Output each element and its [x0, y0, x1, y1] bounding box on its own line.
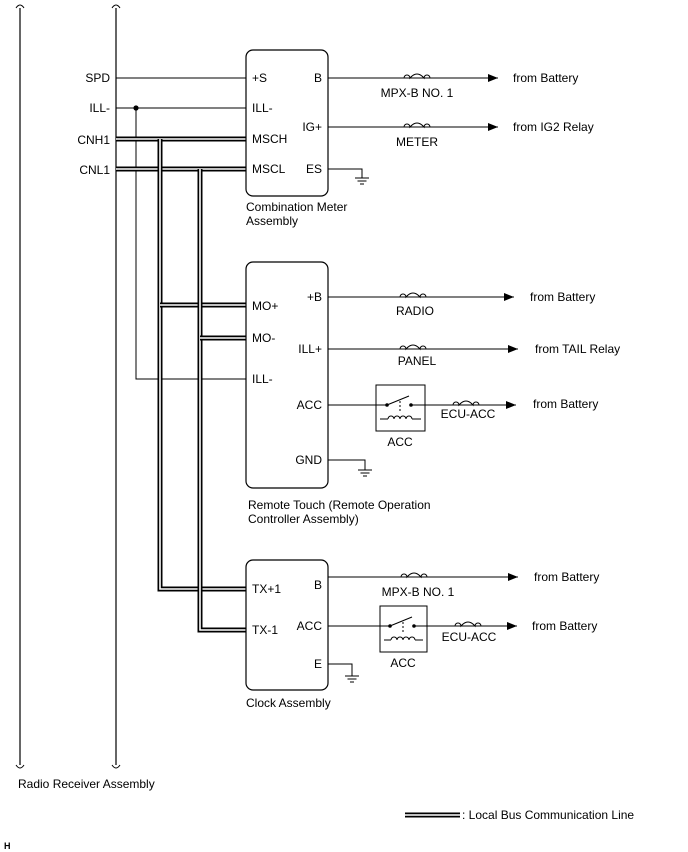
remote-fuse-b-label: RADIO [396, 304, 434, 318]
clock-relay-label: ACC [390, 656, 416, 670]
arrow-icon [488, 74, 498, 82]
signal-wires [116, 77, 246, 380]
arrow-icon [506, 401, 516, 409]
clock-fuse-acc-label: ECU-ACC [442, 630, 497, 644]
clock-label: Clock Assembly [246, 696, 331, 710]
arrow-icon [508, 345, 518, 353]
clock-assembly: TX+1 TX-1 B ACC E Clock Assembly MPX-B N… [245, 559, 599, 710]
remote-pin-mo-plus: MO+ [252, 299, 278, 313]
ground-icon [328, 663, 359, 683]
remote-pin-gnd: GND [295, 453, 322, 467]
combination-meter-box [245, 49, 329, 197]
meter-fuse-b-icon [403, 73, 431, 80]
arrow-icon [507, 622, 517, 630]
clock-fuse-acc-icon [454, 621, 482, 628]
meter-source-b: from Battery [513, 71, 578, 85]
clock-source-acc: from Battery [532, 619, 597, 633]
meter-label-line1: Combination Meter [246, 200, 347, 214]
clock-fuse-b-label: MPX-B NO. 1 [382, 585, 455, 599]
clock-pin-acc: ACC [297, 619, 323, 633]
corner-mark: H [4, 841, 11, 851]
remote-fuse-ill-label: PANEL [398, 354, 437, 368]
remote-pin-mo-minus: MO- [252, 331, 275, 345]
clock-pin-tx1-minus: TX-1 [252, 623, 278, 637]
clock-source-b: from Battery [534, 570, 599, 584]
radio-pin-cnl1: CNL1 [79, 163, 110, 177]
remote-pin-acc: ACC [297, 398, 323, 412]
arrow-icon [508, 573, 518, 581]
meter-pin-s: +S [252, 71, 267, 85]
clock-fuse-b-icon [400, 572, 428, 579]
radio-receiver-assembly: Radio Receiver Assembly SPD ILL- CNH1 CN… [15, 4, 155, 791]
meter-pin-es: ES [306, 162, 322, 176]
arrow-icon [488, 123, 498, 131]
clock-pin-e: E [314, 657, 322, 671]
clock-pin-tx1-plus: TX+1 [252, 582, 281, 596]
remote-pin-ill-plus: ILL+ [298, 342, 322, 356]
remote-touch-assembly: MO+ MO- ILL- +B ILL+ ACC GND Remote Touc… [245, 261, 620, 526]
radio-pin-cnh1: CNH1 [77, 133, 110, 147]
meter-pin-ill: ILL- [252, 101, 273, 115]
meter-pin-mscl: MSCL [252, 162, 286, 176]
remote-fuse-ill-icon [399, 344, 427, 351]
ground-icon [328, 459, 372, 477]
local-bus-lines [116, 136, 246, 633]
meter-fuse-b-label: MPX-B NO. 1 [381, 86, 454, 100]
combination-meter-assembly: +S ILL- MSCH MSCL B IG+ ES Combination M… [245, 49, 594, 228]
remote-fuse-acc-label: ECU-ACC [441, 407, 496, 421]
clock-pin-b: B [314, 578, 322, 592]
ground-icon [328, 168, 369, 185]
radio-pin-ill: ILL- [89, 101, 110, 115]
meter-fuse-ig-icon [403, 122, 431, 129]
meter-source-ig: from IG2 Relay [513, 120, 594, 134]
remote-pin-b: +B [307, 290, 322, 304]
ill-branch-wire [135, 108, 246, 380]
remote-pin-ill-minus: ILL- [252, 372, 273, 386]
remote-label-line1: Remote Touch (Remote Operation [248, 498, 431, 512]
remote-relay-label: ACC [387, 435, 413, 449]
meter-label-line2: Assembly [246, 214, 298, 228]
clock-acc-relay-icon [379, 605, 428, 653]
meter-pin-b: B [314, 71, 322, 85]
legend-label: : Local Bus Communication Line [462, 808, 634, 822]
remote-fuse-b-icon [399, 292, 427, 299]
remote-label-line2: Controller Assembly) [248, 512, 359, 526]
remote-source-b: from Battery [530, 290, 595, 304]
remote-acc-relay-icon [375, 384, 426, 432]
radio-receiver-label: Radio Receiver Assembly [18, 777, 155, 791]
arrow-icon [504, 293, 514, 301]
meter-pin-msch: MSCH [252, 132, 287, 146]
remote-touch-box [245, 261, 329, 489]
legend: : Local Bus Communication Line [405, 808, 634, 822]
remote-source-acc: from Battery [533, 397, 598, 411]
remote-fuse-acc-icon [452, 400, 480, 407]
clock-box [245, 559, 329, 691]
remote-source-ill: from TAIL Relay [535, 342, 620, 356]
meter-fuse-ig-label: METER [396, 135, 438, 149]
meter-pin-ig: IG+ [302, 120, 322, 134]
radio-pin-spd: SPD [85, 71, 110, 85]
